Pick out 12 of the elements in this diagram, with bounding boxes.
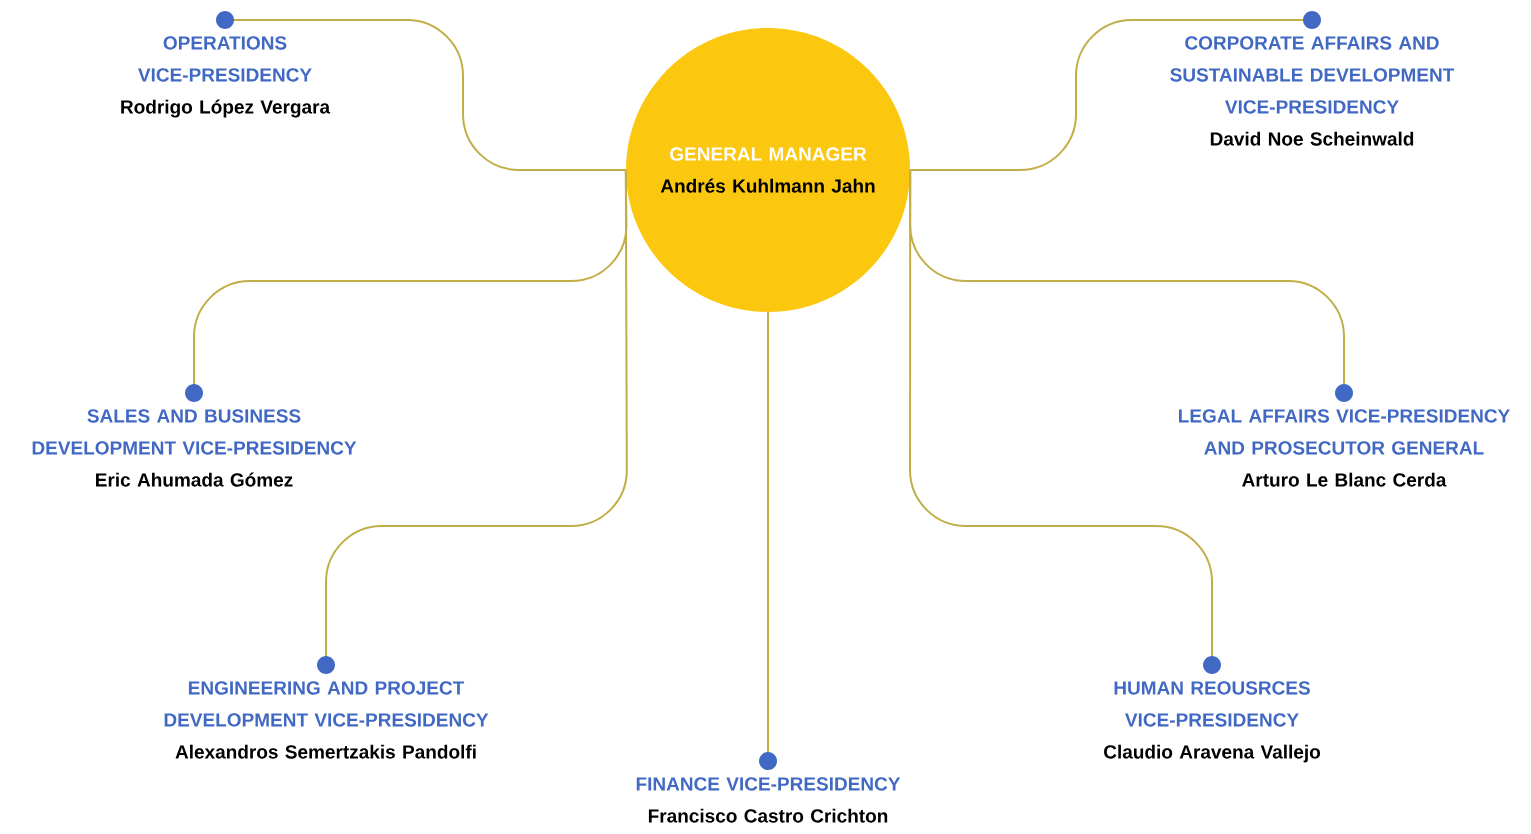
vice-presidency-label: HUMAN REOUSRCES VICE-PRESIDENCY Claudio Aravena Vallejo (1104, 681, 1320, 763)
connector-line (216, 11, 627, 171)
vice-presidency-label: OPERATIONS VICE-PRESIDENCY Rodrigo López Vergara (121, 36, 331, 118)
connector-line (759, 311, 777, 770)
connector-line (909, 11, 1321, 171)
vice-presidency-label: CORPORATE AFFAIRS AND SUSTAINABLE DEVELOPMENT VICE-PRESIDENCY David Noe Scheinwald (1170, 36, 1455, 146)
connector-line (909, 169, 1221, 674)
vice-presidency-label: SALES AND BUSINESS DEVELOPMENT VICE-PRESIDENCY Eric Ahumada Gómez (32, 409, 357, 487)
connector-line (317, 169, 628, 674)
vice-presidency-label: FINANCE VICE-PRESIDENCY Francisco Castro Crichton (636, 777, 901, 823)
vice-presidency-label: ENGINEERING AND PROJECT DEVELOPMENT VICE-PRESIDENCY Alexandros Semertzakis Pandolfi (164, 681, 489, 759)
vice-presidency-label: LEGAL AFFAIRS VICE-PRESIDENCY AND PROSECUTOR GENERAL Arturo Le Blanc Cerda (1179, 409, 1510, 487)
